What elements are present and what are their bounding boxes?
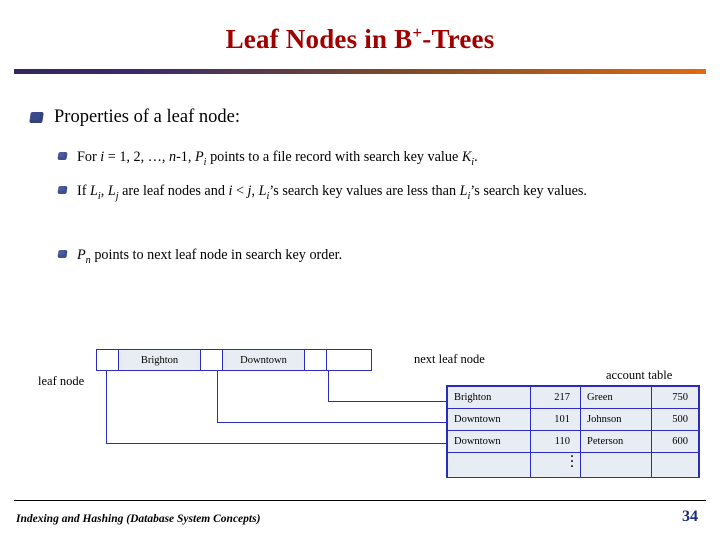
table-row: Downtown 101 Johnson 500 [447, 408, 699, 431]
leaf-key-cell-brighton: Brighton [119, 350, 201, 370]
title-main: Leaf Nodes in B [225, 24, 413, 54]
bullet-level1-label: Properties of a leaf node: [54, 107, 240, 127]
footer-divider [14, 500, 706, 501]
cell-empty [529, 452, 582, 477]
account-table-label: account table [606, 368, 673, 382]
connector-line-pointer1-horizontal [106, 443, 446, 444]
bullet-marker-icon [57, 186, 68, 194]
title-superscript: + [412, 23, 423, 42]
page-number: 34 [682, 508, 698, 525]
cell-customer-name: Green [580, 386, 653, 409]
cell-balance: 500 [651, 408, 699, 431]
leaf-node-label: leaf node [38, 374, 85, 388]
bullet-level2-item2-label: If Li, Lj are leaf nodes and i < j, Li’s… [77, 183, 587, 202]
bullet-level2-item3: Pn points to next leaf node in search ke… [57, 245, 682, 266]
cell-account-number: 110 [529, 430, 582, 453]
bullet-level1: Properties of a leaf node: [29, 106, 240, 129]
title-divider-bar [14, 69, 706, 74]
leaf-pointer-cell-2 [201, 350, 223, 370]
leaf-pointer-cell-1 [97, 350, 119, 370]
leaf-node-box: Brighton Downtown [96, 349, 372, 371]
cell-customer-name: Peterson [580, 430, 653, 453]
bullet-level2-item1-label: For i = 1, 2, …, n-1, Pi points to a fil… [77, 149, 478, 168]
connector-line-pointer1-vertical [106, 371, 107, 443]
connector-line-pointer3-vertical [328, 371, 329, 401]
account-table: Brighton 217 Green 750 Downtown 101 John… [446, 385, 700, 478]
leaf-next-pointer-cell [327, 350, 371, 370]
table-row: Downtown 110 Peterson 600 [447, 430, 699, 453]
next-leaf-node-label: next leaf node [414, 352, 485, 366]
page-title: Leaf Nodes in B+-Trees [0, 24, 720, 55]
bullet-marker-icon [57, 250, 68, 258]
connector-line-pointer2-horizontal [217, 422, 446, 423]
connector-line-pointer2-vertical [217, 371, 218, 422]
cell-account-number: 217 [529, 386, 582, 409]
table-row-continuation [447, 452, 699, 477]
connector-line-pointer3-horizontal [328, 401, 446, 402]
table-row: Brighton 217 Green 750 [447, 386, 699, 409]
vertical-ellipsis-icon: ... [570, 444, 574, 471]
cell-empty [580, 452, 653, 477]
bullet-level2-item1: For i = 1, 2, …, n-1, Pi points to a fil… [57, 147, 682, 168]
cell-branch: Downtown [447, 430, 531, 453]
title-tail: -Trees [422, 24, 495, 54]
bullet-level2-item3-label: Pn points to next leaf node in search ke… [77, 247, 343, 266]
cell-empty [447, 452, 531, 477]
cell-branch: Downtown [447, 408, 531, 431]
footer-text: Indexing and Hashing (Database System Co… [16, 513, 261, 525]
cell-balance: 600 [651, 430, 699, 453]
bullet-level2-item2: If Li, Lj are leaf nodes and i < j, Li’s… [57, 181, 682, 202]
bullet-marker-icon [29, 112, 44, 123]
cell-branch: Brighton [447, 386, 531, 409]
cell-account-number: 101 [529, 408, 582, 431]
leaf-key-cell-downtown: Downtown [223, 350, 305, 370]
cell-customer-name: Johnson [580, 408, 653, 431]
leaf-pointer-cell-3 [305, 350, 327, 370]
bullet-marker-icon [57, 152, 68, 160]
cell-balance: 750 [651, 386, 699, 409]
cell-empty [651, 452, 699, 477]
